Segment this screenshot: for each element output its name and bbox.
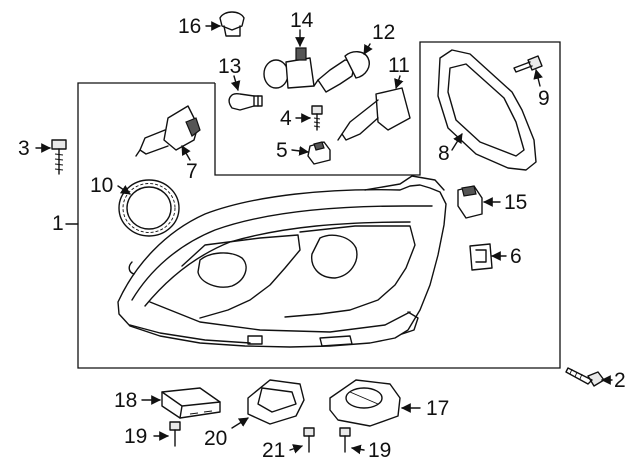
retaining-ring-part-10 — [118, 179, 180, 237]
callout-8: 8 — [438, 142, 450, 165]
bolt-part-2 — [565, 367, 605, 387]
screw-part-4 — [311, 105, 323, 131]
callout-12: 12 — [372, 21, 396, 44]
callout-14: 14 — [290, 9, 314, 32]
callout-3: 3 — [18, 137, 30, 160]
callout-19-right: 19 — [368, 439, 392, 462]
rear-cover-part-8 — [437, 49, 537, 171]
module-part-17 — [329, 379, 401, 427]
callout-15: 15 — [504, 191, 528, 214]
bulb-part-12 — [313, 51, 370, 93]
ballast-part-20 — [247, 379, 305, 425]
callout-20: 20 — [204, 427, 228, 450]
callout-7: 7 — [186, 160, 198, 183]
connector-part-15 — [457, 185, 483, 219]
bulb-part-13 — [228, 93, 263, 111]
clip-part-6 — [469, 243, 493, 271]
assembly-frame — [77, 41, 561, 369]
bulb-part-14 — [263, 47, 315, 89]
callout-4: 4 — [280, 107, 292, 130]
callout-17: 17 — [426, 397, 450, 420]
callout-16: 16 — [178, 15, 202, 38]
callout-21: 21 — [262, 439, 286, 462]
module-part-18 — [161, 387, 221, 419]
bolt-part-3 — [51, 139, 67, 175]
leader-lines — [35, 21, 613, 455]
callout-6: 6 — [510, 245, 522, 268]
screw-part-9 — [513, 55, 543, 73]
callout-1: 1 — [52, 212, 64, 235]
callout-5: 5 — [276, 139, 288, 162]
callout-11: 11 — [388, 54, 410, 77]
callout-9: 9 — [538, 87, 550, 110]
callout-19-left: 19 — [124, 425, 148, 448]
bulb-socket-part-7 — [135, 105, 201, 157]
xenon-bulb-part-11 — [337, 87, 411, 141]
callout-10: 10 — [90, 174, 114, 197]
clip-part-5 — [307, 141, 331, 165]
screw-part-21 — [303, 427, 315, 453]
callout-13: 13 — [218, 55, 242, 78]
headlamp-housing — [117, 175, 447, 348]
callout-2: 2 — [614, 369, 626, 392]
cap-part-16 — [219, 11, 245, 37]
screw-part-19-right — [339, 427, 351, 453]
screw-part-19-left — [169, 421, 181, 447]
callout-18: 18 — [114, 389, 138, 412]
